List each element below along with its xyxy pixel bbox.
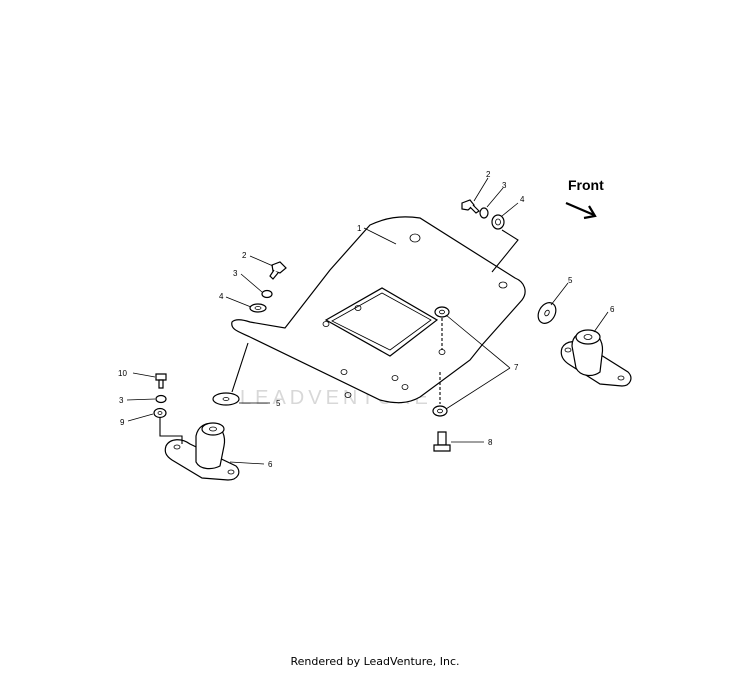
callout-4-upper-left: 4 [219,292,224,301]
flat-washer-upper-right [491,214,505,230]
leader-lines [126,177,609,465]
callout-6-right: 6 [610,305,615,314]
bolt-upper-right [461,199,480,214]
flat-washer-upper-left [249,303,267,313]
callout-5-right: 5 [568,276,573,285]
render-credit: Rendered by LeadVenture, Inc. [290,655,460,668]
lock-washer-upper-right [479,207,489,219]
callout-5-left: 5 [276,399,281,408]
callout-6-left: 6 [268,460,273,469]
bolt-lower-center [433,431,451,452]
front-label: Front [568,177,604,193]
callout-8: 8 [488,438,493,447]
rubber-mount-right [560,329,632,387]
callout-1: 1 [357,224,362,233]
callout-3-left: 3 [119,396,124,405]
flat-washer-left-mount [153,407,167,419]
lock-washer-left-mount [155,394,167,404]
callout-7: 7 [514,363,519,372]
callout-3-upper-left: 3 [233,269,238,278]
washer-left-mount [212,392,240,406]
callout-2-upper-left: 2 [242,251,247,260]
washer-plate-bottom [432,405,448,417]
lock-washer-upper-left [261,289,273,299]
washer-plate-top [434,306,450,318]
mounting-plate [231,216,526,404]
bolt-left-mount [155,373,167,389]
callout-4-upper-right: 4 [520,195,525,204]
front-arrow-icon [565,201,597,220]
callout-2-upper-right: 2 [486,170,491,179]
bolt-upper-left [269,261,287,280]
washer-right-mount [537,302,557,324]
callout-9: 9 [120,418,125,427]
rubber-mount-left [164,422,240,481]
callout-3-upper-right: 3 [502,181,507,190]
callout-10: 10 [118,369,127,378]
